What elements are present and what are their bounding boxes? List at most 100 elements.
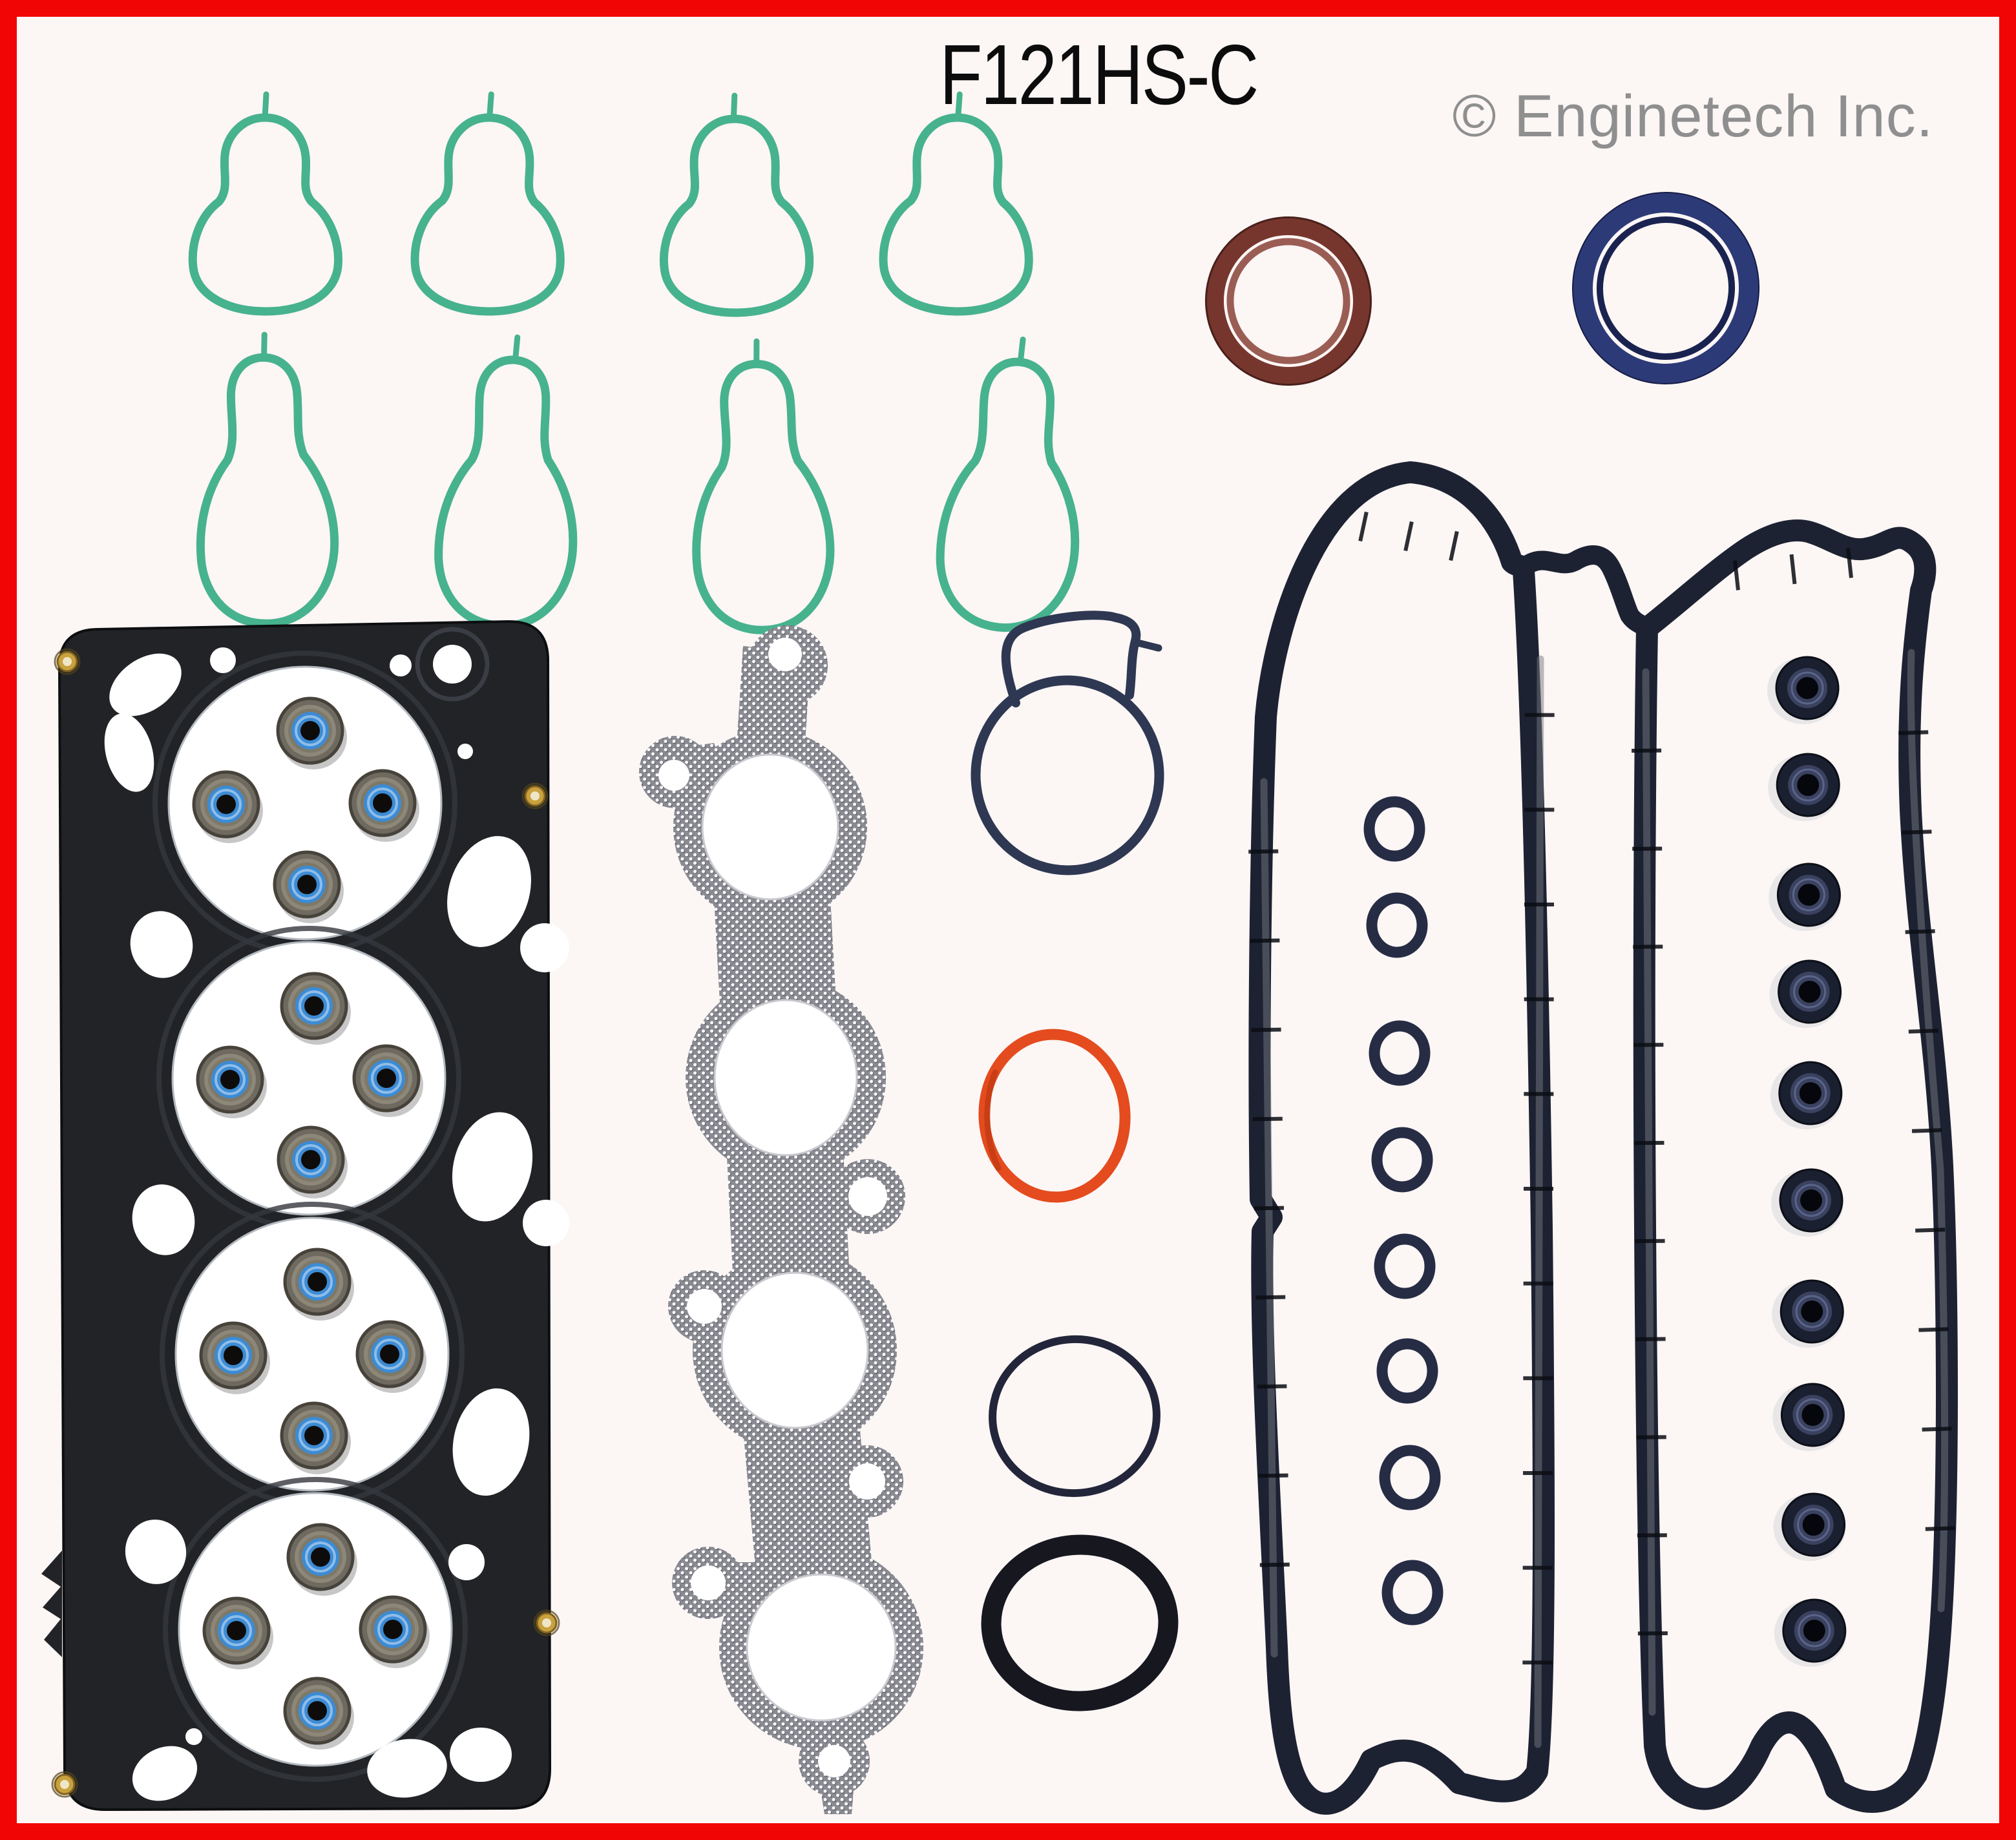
bolt-grommet bbox=[1772, 1383, 1845, 1451]
exhaust-bolt-hole bbox=[658, 760, 689, 791]
seal-stem-hole bbox=[300, 721, 320, 740]
intake-gasket-tab bbox=[262, 91, 269, 121]
intake-gasket-outline bbox=[660, 114, 814, 317]
seal-blue-highlight bbox=[299, 1420, 330, 1451]
rivet-rim bbox=[54, 648, 81, 675]
head-gasket-hole bbox=[520, 923, 569, 972]
cylinder-bore bbox=[167, 665, 443, 941]
grommet-highlight bbox=[1794, 1184, 1828, 1217]
exhaust-bolt-hole bbox=[687, 1289, 722, 1324]
bolt-grommet bbox=[1770, 1061, 1843, 1129]
exhaust-bolt-hole bbox=[849, 1463, 885, 1500]
seal-stem-hole bbox=[377, 1069, 396, 1088]
camshaft-seal-rim bbox=[1204, 216, 1372, 386]
seal-stem-hole bbox=[308, 1272, 327, 1291]
brass-rivet bbox=[54, 648, 81, 675]
head-gasket-hole bbox=[104, 713, 154, 792]
handle-ring-body bbox=[971, 675, 1164, 875]
thin-black-o-ring bbox=[989, 1335, 1160, 1498]
grommet-hole bbox=[1796, 677, 1818, 699]
rivet-center bbox=[63, 657, 72, 666]
head-gasket-hole bbox=[125, 1520, 187, 1584]
intake-gaskets bbox=[188, 91, 1080, 634]
orange-o-ring bbox=[978, 1029, 1131, 1203]
head-gasket-hole bbox=[132, 1184, 195, 1255]
grommet-highlight bbox=[1794, 1076, 1827, 1110]
exhaust-port bbox=[720, 1271, 869, 1429]
intake-gasket-tab bbox=[955, 91, 963, 121]
grommet-highlight bbox=[1797, 1508, 1831, 1542]
grommet-highlight bbox=[1798, 1614, 1831, 1647]
rail-tick bbox=[1789, 554, 1797, 585]
hole-emboss-ring bbox=[415, 627, 490, 702]
bolt-grommet bbox=[1769, 862, 1842, 931]
cylinder-bore bbox=[174, 1217, 450, 1492]
intake-gasket bbox=[692, 338, 835, 634]
sheen-line bbox=[1907, 649, 1949, 1613]
exhaust-bolt-hole bbox=[818, 1745, 850, 1777]
intake-gasket-tab bbox=[1017, 336, 1026, 365]
valve-stem-seal bbox=[348, 769, 419, 842]
small-seal-ring bbox=[1376, 1338, 1438, 1404]
grommet-hole bbox=[1797, 774, 1820, 796]
camshaft-seal bbox=[1204, 216, 1372, 386]
bolt-grommets bbox=[1767, 656, 1847, 1667]
intake-gasket-outline bbox=[692, 359, 835, 634]
seal-blue-highlight bbox=[302, 1695, 333, 1726]
seal-blue-highlight bbox=[295, 1144, 326, 1175]
rail-ticks bbox=[1248, 511, 1955, 1665]
rivet-center bbox=[542, 1618, 551, 1627]
camshaft-seal-body bbox=[1206, 218, 1370, 384]
part-number-title: F121HS-C bbox=[940, 27, 1259, 122]
valve-stem-seal bbox=[196, 1045, 267, 1118]
small-seal-ring bbox=[1371, 1127, 1433, 1193]
brass-rivet bbox=[521, 782, 549, 810]
intake-gasket-outline bbox=[936, 357, 1080, 632]
intake-gasket-tab bbox=[260, 331, 268, 361]
small-seal-ring bbox=[1369, 1020, 1431, 1086]
intake-gasket-outline bbox=[879, 113, 1033, 316]
bolt-grommet bbox=[1773, 1492, 1846, 1561]
head-gasket-hole bbox=[457, 744, 473, 759]
intake-gasket bbox=[410, 91, 565, 316]
head-gasket-hole bbox=[390, 654, 412, 676]
grommet-highlight bbox=[1790, 671, 1824, 705]
crankshaft-seal-body bbox=[1573, 193, 1759, 383]
grommet-hole bbox=[1803, 1620, 1825, 1642]
valve-stem-seal bbox=[202, 1596, 273, 1669]
seal-stem-hole bbox=[297, 875, 317, 894]
intake-gasket-tab bbox=[753, 338, 760, 367]
rivet-rim bbox=[51, 1771, 78, 1798]
rivet-rim bbox=[533, 1609, 560, 1636]
seal-blue-highlight bbox=[215, 1064, 246, 1095]
intake-gasket bbox=[879, 91, 1033, 316]
orange-o-ring-twist bbox=[984, 1069, 1002, 1171]
head-gasket-holes bbox=[104, 627, 569, 1801]
rail-tick bbox=[1403, 521, 1414, 552]
head-gasket-hole bbox=[450, 1728, 512, 1782]
head-gasket-hole bbox=[109, 653, 182, 716]
rail-tick bbox=[1846, 548, 1853, 578]
seal-blue-highlight bbox=[371, 1063, 402, 1094]
seal-stem-hole bbox=[308, 1701, 327, 1720]
grommet-hole bbox=[1799, 1082, 1822, 1104]
rail-tick bbox=[1898, 730, 1929, 735]
head-gasket-hole bbox=[367, 1739, 447, 1798]
valve-stem-seal bbox=[283, 1677, 354, 1750]
rail-tick bbox=[1902, 830, 1932, 835]
rail-tick bbox=[1254, 1206, 1285, 1211]
rail-tick bbox=[1922, 1427, 1952, 1432]
grommet-hole bbox=[1801, 1404, 1824, 1426]
bolt-grommet bbox=[1768, 753, 1841, 821]
rail-tick bbox=[1255, 1295, 1286, 1300]
rail-tick bbox=[1905, 929, 1935, 934]
seal-stem-hole bbox=[304, 996, 324, 1016]
intake-gasket bbox=[936, 336, 1080, 632]
intake-gasket bbox=[196, 331, 339, 628]
brass-rivet bbox=[533, 1609, 560, 1636]
rail-tick bbox=[1358, 511, 1369, 542]
seal-blue-highlight bbox=[221, 1615, 252, 1646]
seal-blue-highlight bbox=[211, 789, 242, 820]
head-gasket-hole bbox=[447, 836, 531, 947]
intake-gasket-outline bbox=[434, 355, 578, 631]
